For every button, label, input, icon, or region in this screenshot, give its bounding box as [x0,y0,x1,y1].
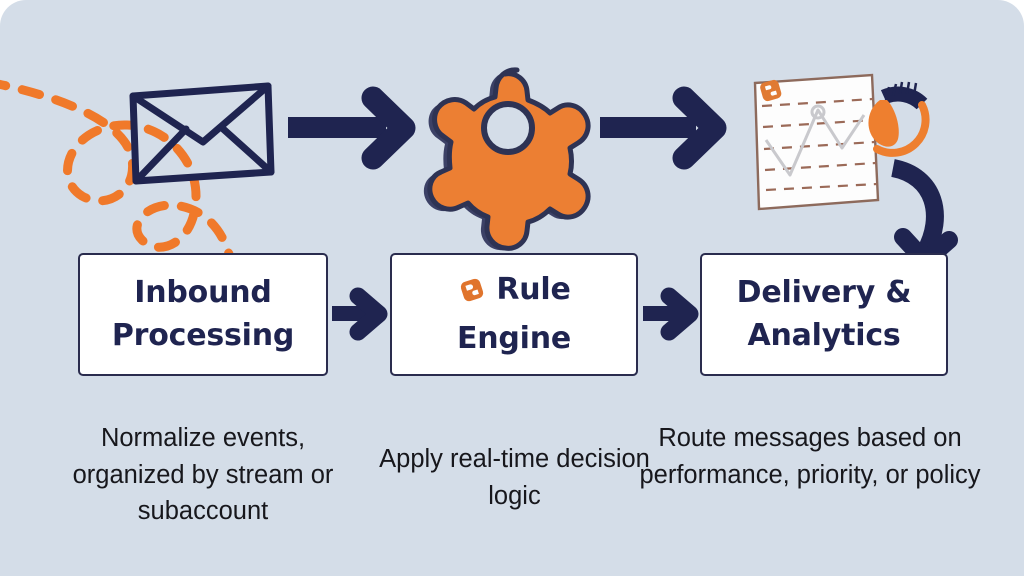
step-box-delivery-analytics[interactable]: Delivery & Analytics [700,253,948,376]
step-label-line1: Rule [496,271,571,307]
arrow-gear-to-analytics [600,86,727,170]
puzzle-piece-icon [461,278,484,302]
dashed-swoosh-decoration [0,79,237,273]
line-chart-glyph [764,104,866,177]
step-box-inbound-processing[interactable]: Inbound Processing [78,253,328,376]
analytics-report-icon [753,73,930,211]
step-label-line2: Analytics [747,317,901,353]
step-label-inbound-processing: Inbound Processing [104,272,302,357]
step-box-rule-engine[interactable]: Rule Engine [390,253,638,376]
donut-chart-glyph [868,81,930,157]
arrow-inbound-to-rule [332,287,388,341]
step-label-line1: Delivery & [736,274,912,310]
step-caption-delivery-analytics: Route messages based on performance, pri… [639,424,981,489]
arrow-envelope-to-gear [288,86,416,170]
step-caption-inbound-processing: Normalize events, organized by stream or… [72,424,334,526]
puzzle-badge-icon [760,79,782,102]
step-label-line2: Processing [111,317,295,353]
step-label-rule-engine: Rule Engine [449,269,579,360]
envelope-icon [129,82,275,185]
step-caption-rule-engine: Apply real-time decision logic [379,445,650,510]
arrow-rule-to-delivery [643,287,699,341]
step-label-line2: Engine [456,320,572,356]
step-label-delivery-analytics: Delivery & Analytics [729,272,920,357]
curved-arrow-to-delivery [890,159,958,270]
step-label-line1: Inbound [134,274,272,310]
step-label-line1-row: Rule [457,269,571,312]
gear-icon [423,67,591,251]
document-rule-lines [761,97,878,192]
